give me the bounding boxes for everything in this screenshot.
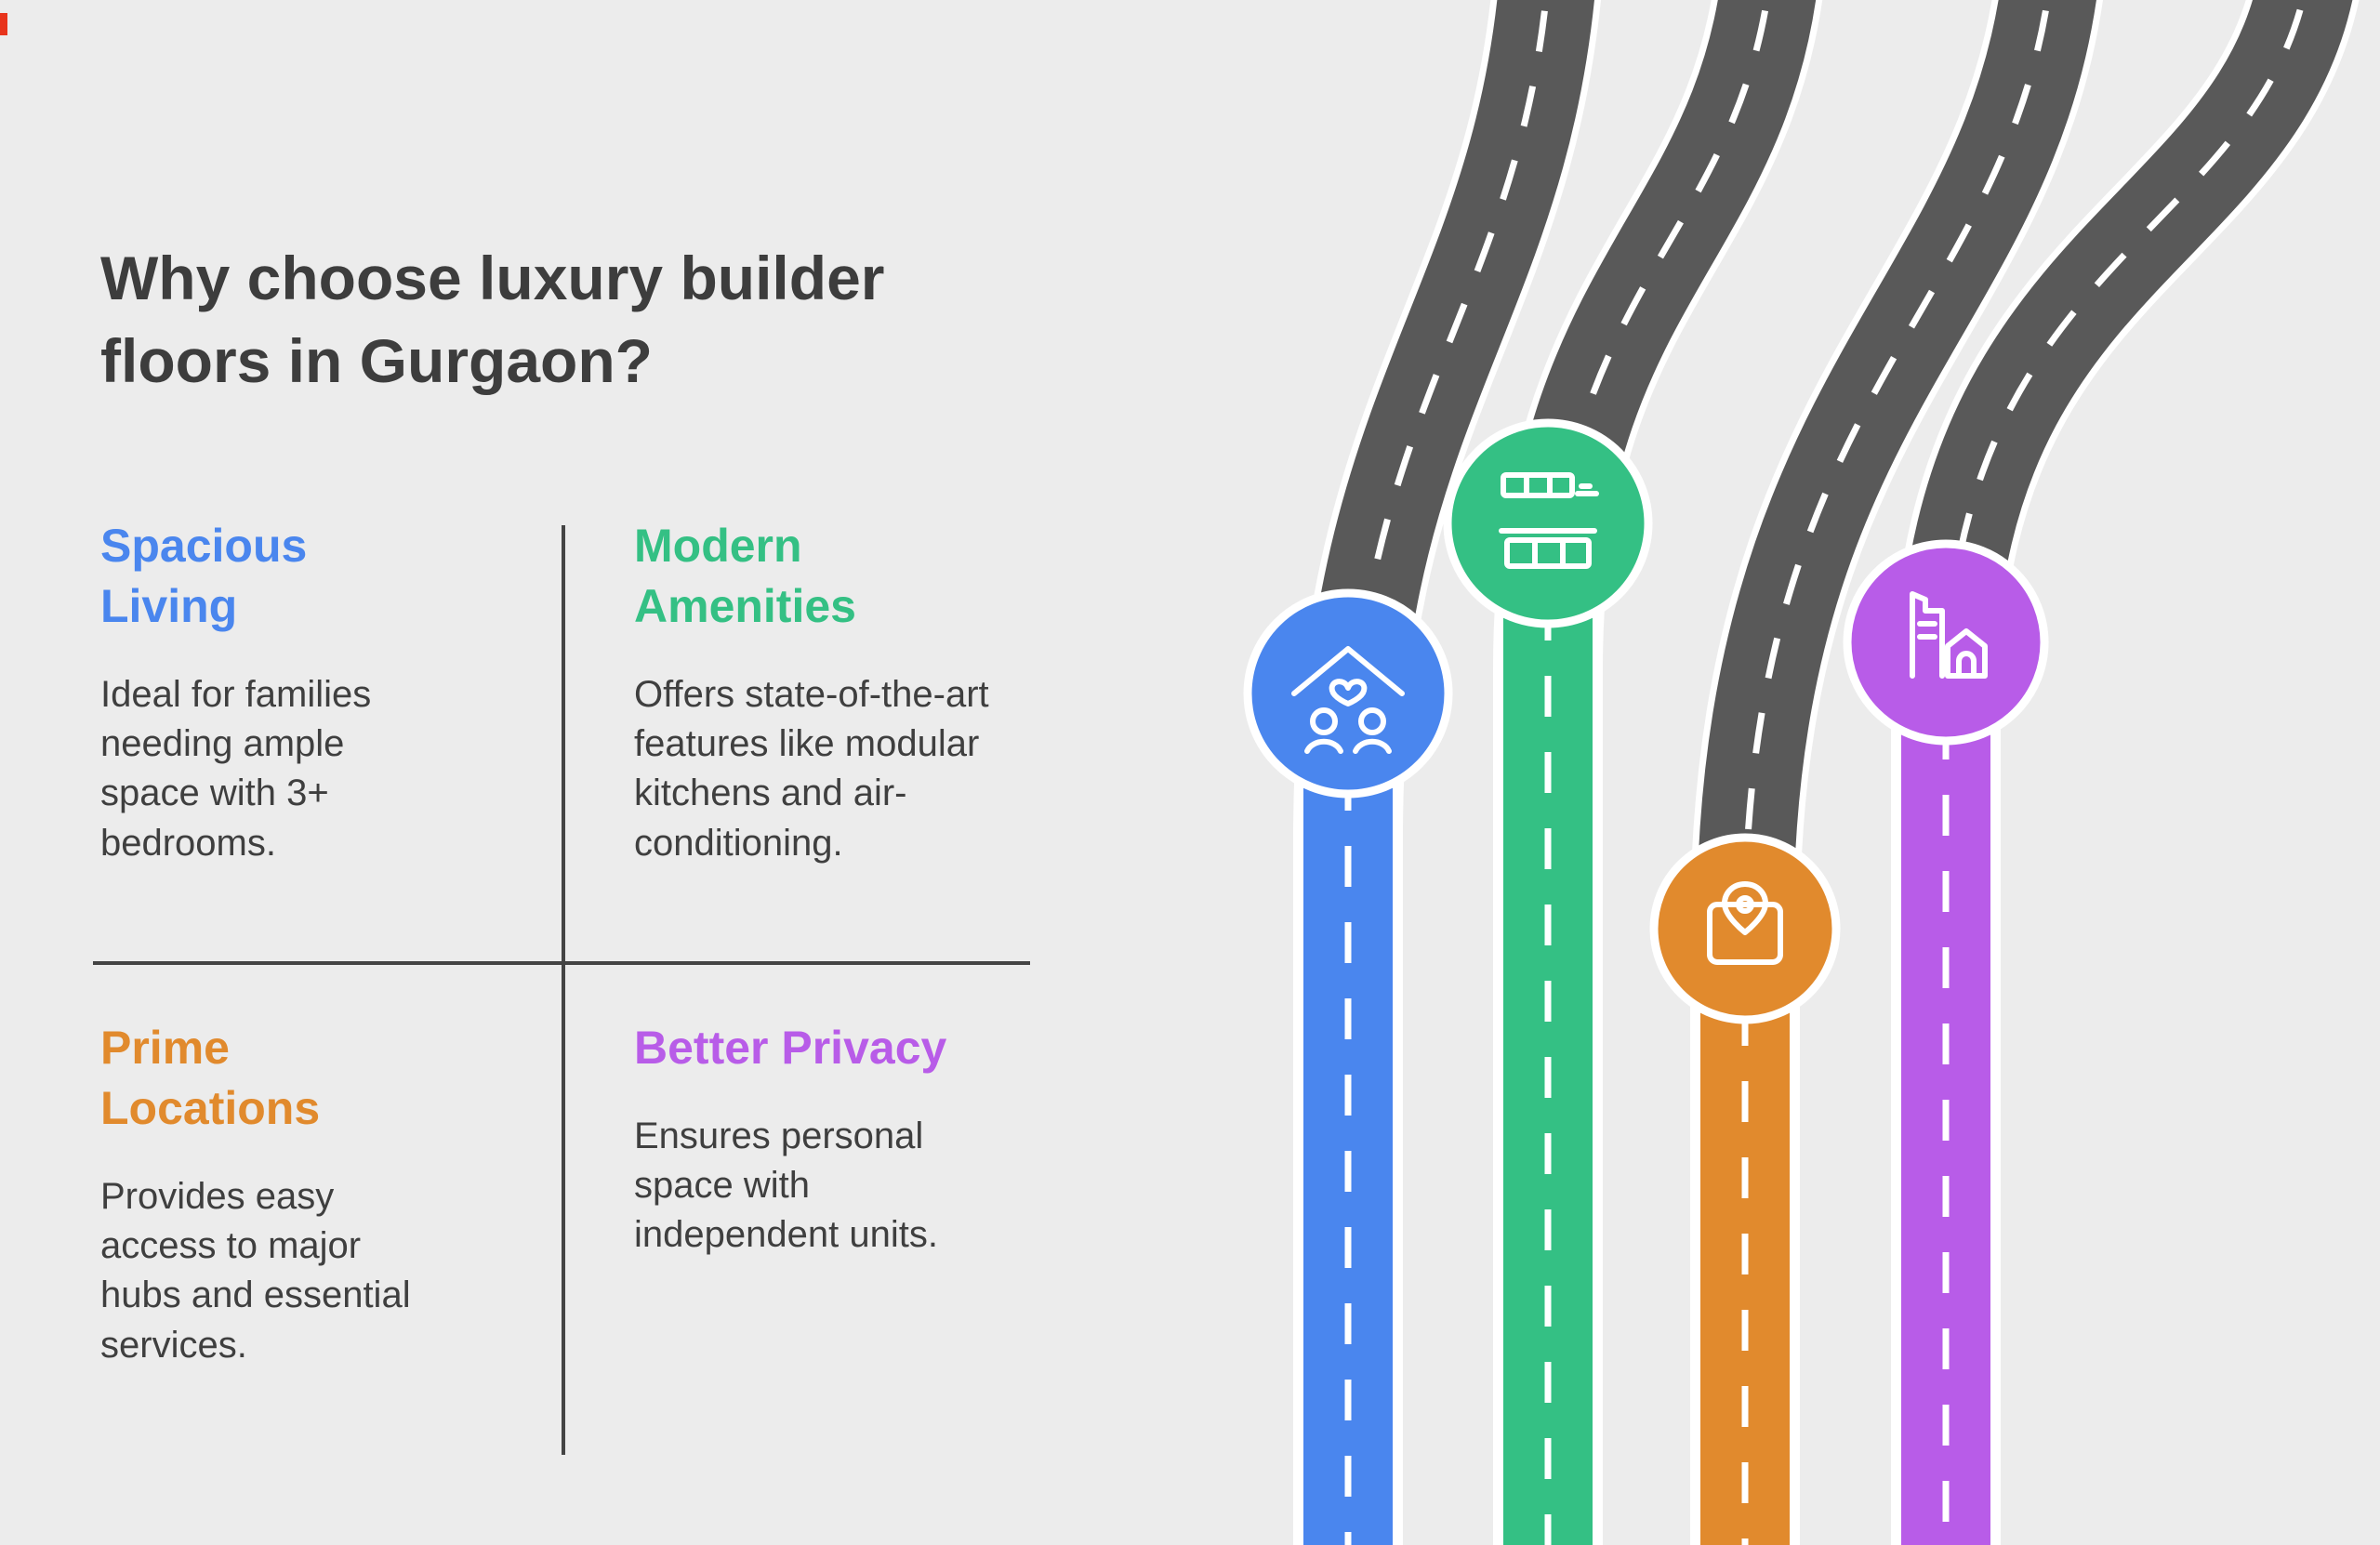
badge-better-privacy <box>1843 539 2049 746</box>
section-title-prime-locations: Prime Locations <box>100 1022 321 1134</box>
section-modern-amenities: Modern Amenities Offers state-of-the-art… <box>634 516 1062 868</box>
kitchen-icon <box>1499 472 1599 569</box>
page-title: Why choose luxury builder floors in Gurg… <box>100 244 885 396</box>
section-title-better-privacy: Better Privacy <box>634 1022 947 1074</box>
section-prime-locations: Prime Locations Provides easy access to … <box>100 1018 528 1370</box>
corner-artifact <box>0 13 7 35</box>
road-band-purple <box>1894 633 1998 1545</box>
section-body-prime-locations: Provides easy access to major hubs and e… <box>100 1176 411 1366</box>
badge-modern-amenities <box>1443 418 1653 628</box>
map-pin-icon <box>1707 881 1783 965</box>
section-body-modern-amenities: Offers state-of-the-art features like mo… <box>634 674 989 864</box>
section-body-spacious-living: Ideal for families needing ample space w… <box>100 674 372 864</box>
road-band-green <box>1496 514 1600 1545</box>
road-band-blue <box>1296 684 1400 1545</box>
divider-horizontal <box>93 961 1030 965</box>
section-spacious-living: Spacious Living Ideal for families needi… <box>100 516 528 868</box>
road-curve-3 <box>1690 0 2103 1545</box>
badge-prime-locations <box>1649 833 1841 1024</box>
road-band-orange <box>1693 919 1797 1545</box>
section-title-modern-amenities: Modern Amenities <box>634 520 856 632</box>
divider-vertical <box>562 525 565 1455</box>
section-better-privacy: Better Privacy Ensures personal space wi… <box>634 1018 1062 1261</box>
section-body-better-privacy: Ensures personal space with independent … <box>634 1116 938 1256</box>
badge-spacious-living <box>1243 588 1453 799</box>
family-home-icon <box>1291 646 1405 754</box>
buildings-icon <box>1910 591 1988 679</box>
section-title-spacious-living: Spacious Living <box>100 520 308 632</box>
